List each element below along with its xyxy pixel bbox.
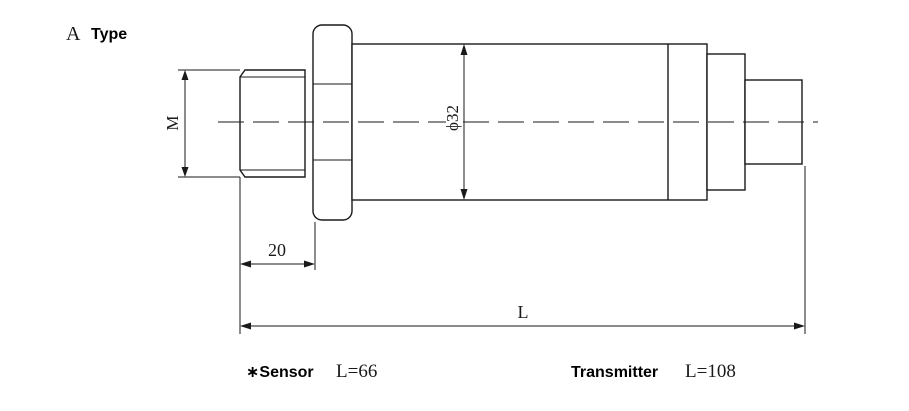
title-word: Type xyxy=(91,26,127,43)
threaded-fitting xyxy=(239,69,306,178)
thread-diameter-dimension xyxy=(178,69,240,178)
body-diameter-label-bg xyxy=(446,88,460,142)
overall-length-dimension xyxy=(240,166,806,334)
overall-length-label: L xyxy=(518,302,529,322)
body-diameter-dimension xyxy=(460,44,468,200)
transmitter-label: Transmitter xyxy=(571,364,658,381)
sensor-label: ∗Sensor xyxy=(246,364,314,381)
thread-length-dimension xyxy=(239,177,316,334)
transmitter-value: L=108 xyxy=(685,361,736,382)
title-letter: A xyxy=(66,23,81,45)
sensor-value: L=66 xyxy=(336,361,377,382)
thread-length-label: 20 xyxy=(268,240,286,260)
body-diameter-label: ϕ32 xyxy=(443,105,462,131)
thread-diameter-label: M xyxy=(163,115,182,130)
